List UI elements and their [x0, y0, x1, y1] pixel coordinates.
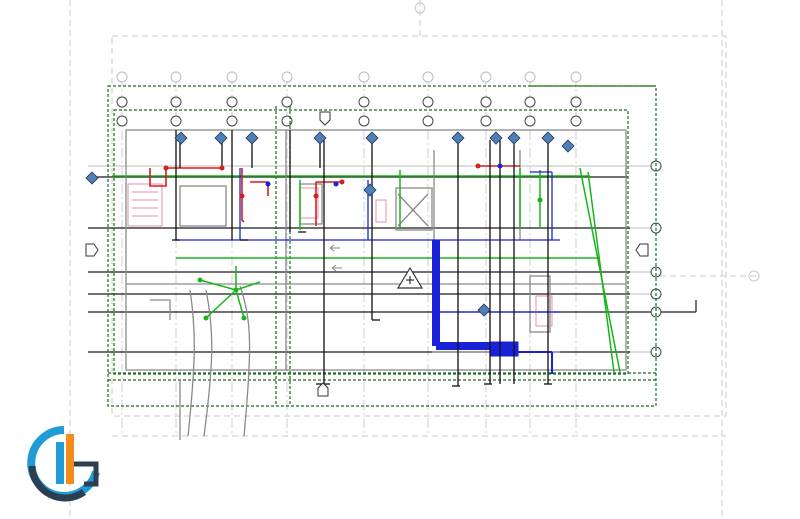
plumbing-fixtures [127, 183, 553, 327]
green-piping [112, 167, 621, 373]
company-logo-icon [27, 426, 100, 502]
blue-ductwork [176, 168, 560, 374]
red-piping [149, 165, 520, 226]
sheet-origin-marks [414, 2, 760, 282]
flow-arrows [329, 244, 342, 272]
riser-lines [172, 130, 552, 387]
pipe-connection-dots [163, 163, 543, 321]
scope-boundaries [107, 85, 657, 407]
elevation-markers [85, 111, 649, 397]
section-lines [88, 168, 697, 353]
grid-lines-vertical [121, 76, 577, 436]
equipment-tags [85, 131, 575, 317]
grid-bubbles-top [116, 71, 582, 127]
level-datum-marker [396, 266, 424, 289]
sheet-border [69, 0, 760, 519]
